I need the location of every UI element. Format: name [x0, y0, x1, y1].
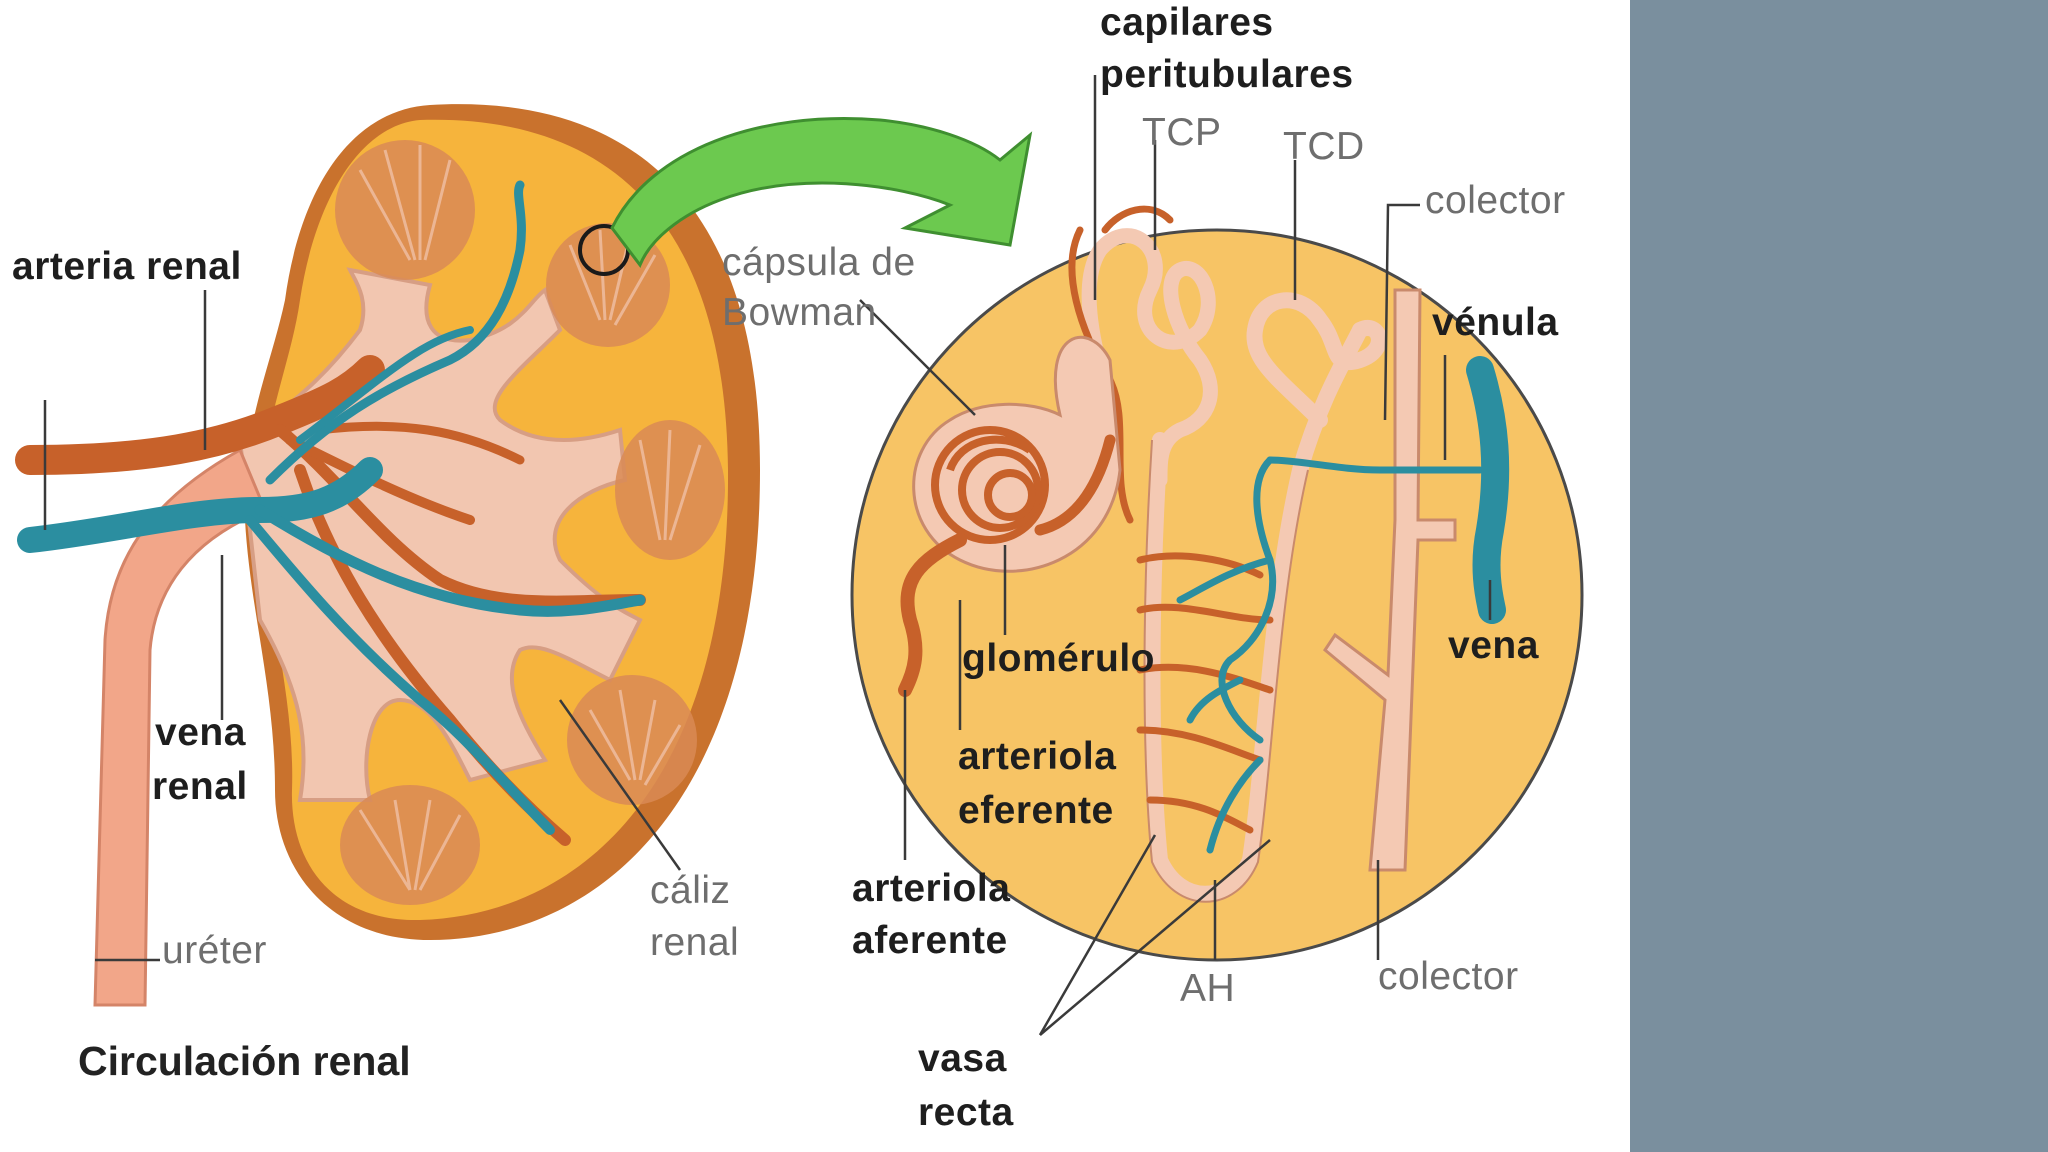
leader-lines: [43, 75, 1492, 1036]
label-capsula-line2: Bowman: [722, 291, 877, 334]
label-vasa-line1: vasa: [918, 1037, 1007, 1080]
renal-vein: [17, 180, 646, 835]
inset-vein: [1466, 356, 1510, 624]
ureter: [93, 447, 267, 1007]
figure-title: Circulación renal: [78, 1038, 411, 1084]
nephron-inset: [850, 205, 1584, 962]
loop-of-henle: [1144, 322, 1368, 902]
label-caliz-line1: cáliz: [650, 869, 731, 912]
zoom-arrow: [610, 116, 1033, 269]
label-vena: vena: [1448, 624, 1539, 667]
label-eferente-line1: arteriola: [958, 735, 1117, 778]
label-caliz-line2: renal: [650, 921, 740, 964]
label-tcd: TCD: [1283, 125, 1365, 168]
label-ureter: uréter: [162, 929, 267, 972]
kidney: [15, 104, 760, 1007]
label-venula: vénula: [1432, 301, 1559, 344]
label-aferente-line1: arteriola: [852, 867, 1011, 910]
pyramid-striations: [358, 145, 702, 891]
label-capsula-line1: cápsula de: [722, 241, 916, 284]
label-vena-renal-line2: renal: [152, 765, 248, 808]
venous-capillaries: [1176, 456, 1484, 854]
label-tcp: TCP: [1142, 111, 1222, 154]
side-panel: [1630, 0, 2048, 1152]
label-vena-renal-line1: vena: [155, 711, 246, 754]
collecting-duct: [1323, 288, 1457, 872]
label-glomerulo: glomérulo: [962, 637, 1156, 680]
label-arteria-renal: arteria renal: [12, 245, 242, 288]
efferent-arteriole: [1034, 434, 1116, 536]
label-aferente-line2: aferente: [852, 919, 1008, 962]
label-ah: AH: [1180, 967, 1236, 1010]
proximal-tubule: [1081, 228, 1218, 488]
distal-tubule: [1246, 292, 1387, 428]
glomerulus: [931, 426, 1049, 544]
label-capilares-line1: capilares: [1100, 1, 1274, 44]
label-eferente-line2: eferente: [958, 789, 1114, 832]
label-capilares-line2: peritubulares: [1100, 53, 1354, 96]
label-colector-top: colector: [1425, 179, 1566, 222]
label-colector-bottom: colector: [1378, 955, 1519, 998]
label-vasa-line2: recta: [918, 1091, 1014, 1134]
afferent-arteriole: [898, 533, 967, 697]
